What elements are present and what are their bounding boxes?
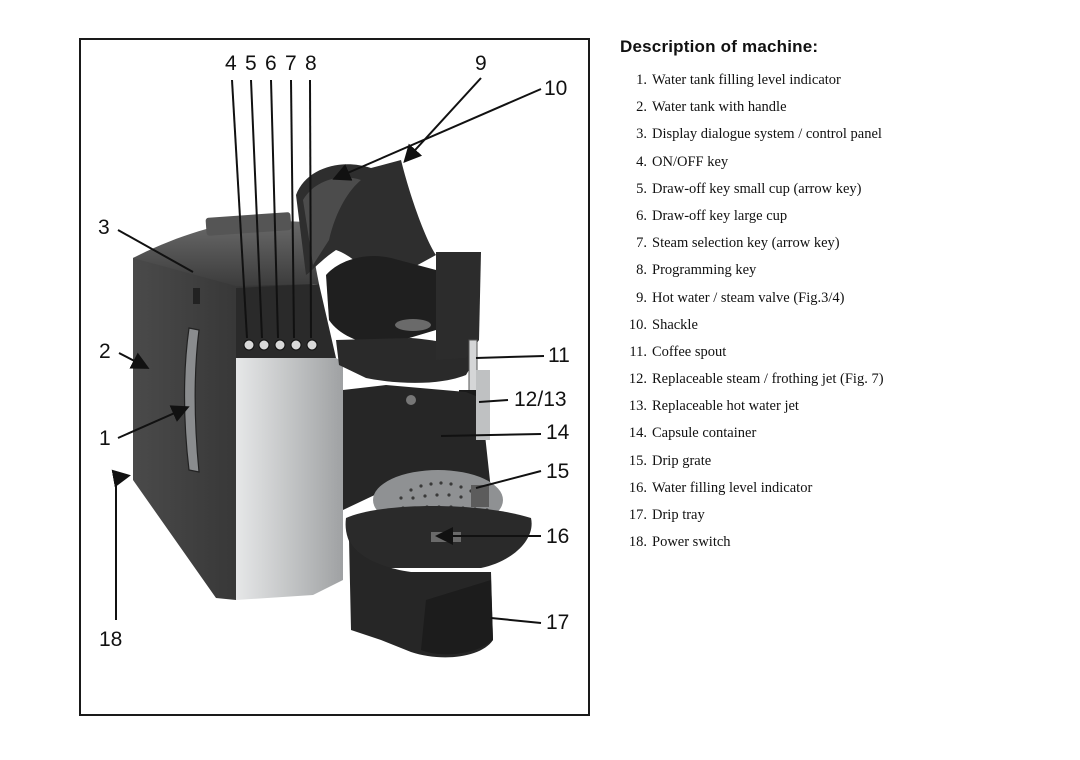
parts-list-item: 6. Draw-off key large cup [620, 203, 1060, 230]
callout-3: 3 [98, 216, 110, 239]
callout-7: 7 [285, 52, 297, 75]
parts-list-number: 18. [628, 534, 647, 551]
parts-list-text: Water filling level indicator [652, 479, 813, 496]
parts-list-item: 16. Water filling level indicator [620, 475, 1060, 502]
parts-list-text: Steam selection key (arrow key) [652, 235, 840, 252]
parts-list-text: Drip grate [652, 452, 712, 469]
parts-list-item: 13. Replaceable hot water jet [620, 393, 1060, 420]
machine-description: Description of machine: 1. Water tank fil… [620, 37, 1060, 556]
parts-list-item: 14. Capsule container [620, 420, 1060, 447]
water-tank-body [133, 226, 313, 600]
parts-list-item: 12. Replaceable steam / frothing jet (Fig… [620, 366, 1060, 393]
body-top [133, 220, 319, 286]
callout-lines [111, 77, 545, 624]
parts-list-item: 1. Water tank filling level indicator [620, 67, 1060, 94]
parts-list-number: 4. [636, 153, 647, 170]
control-buttons [243, 339, 318, 351]
parts-list-number: 10. [628, 316, 647, 333]
callout-12-13: 12/13 [514, 388, 567, 411]
parts-list-item: 8. Programming key [620, 257, 1060, 284]
parts-list-text: Drip tray [652, 507, 705, 523]
parts-list-item: 7. Steam selection key (arrow key) [620, 230, 1060, 257]
parts-list-number: 1. [636, 72, 647, 88]
callout-11: 11 [548, 344, 570, 367]
parts-list-item: 18. Power switch [620, 529, 1060, 556]
top-lid [205, 212, 292, 236]
parts-list: 1. Water tank filling level indicator 2. Wa… [620, 67, 1060, 556]
parts-list-number: 9. [636, 289, 647, 306]
machine-figure: 4 5 6 7 8 9 10 3 2 1 18 11 12/13 14 15 1… [79, 38, 590, 716]
parts-list-item: 2. Water tank with handle [620, 94, 1060, 121]
parts-list-text: Power switch [652, 534, 731, 551]
callout-14: 14 [546, 421, 570, 444]
callout-8: 8 [305, 52, 317, 75]
parts-list-item: 15. Drip grate [620, 448, 1060, 475]
parts-list-text: Shackle [652, 316, 698, 333]
parts-list-number: 12. [628, 371, 647, 388]
parts-list-text: ON/OFF key [652, 153, 729, 170]
parts-list-number: 2. [636, 99, 647, 116]
callout-5: 5 [245, 52, 257, 75]
parts-list-number: 17. [628, 507, 647, 523]
callout-1: 1 [99, 427, 111, 450]
parts-list-number: 15. [628, 452, 647, 469]
callout-18: 18 [99, 628, 123, 651]
machine-illustration [133, 160, 532, 658]
callout-4: 4 [225, 52, 237, 75]
parts-list-item: 11. Coffee spout [620, 339, 1060, 366]
parts-list-number: 16. [628, 479, 647, 496]
callout-2: 2 [99, 340, 111, 363]
callout-16: 16 [546, 525, 570, 548]
parts-list-item: 4. ON/OFF key [620, 149, 1060, 176]
parts-list-text: Replaceable hot water jet [652, 398, 799, 415]
parts-list-text: Water tank filling level indicator [652, 72, 841, 88]
parts-list-item: 3. Display dialogue system / control pane… [620, 121, 1060, 148]
parts-list-number: 8. [636, 262, 647, 279]
parts-list-number: 11. [629, 343, 647, 360]
parts-list-item: 10. Shackle [620, 312, 1060, 339]
callout-6: 6 [265, 52, 277, 75]
parts-list-item: 17. Drip tray [620, 502, 1060, 529]
parts-list-text: Draw-off key small cup (arrow key) [652, 180, 862, 197]
callout-10: 10 [544, 77, 568, 100]
parts-list-text: Programming key [652, 262, 757, 279]
callout-17: 17 [546, 611, 570, 634]
parts-list-number: 7. [636, 235, 647, 252]
parts-list-number: 14. [628, 425, 647, 442]
parts-list-text: Water tank with handle [652, 99, 787, 116]
parts-list-text: Coffee spout [652, 343, 727, 360]
parts-list-text: Display dialogue system / control panel [652, 126, 882, 143]
description-title: Description of machine: [620, 37, 819, 56]
parts-list-number: 5. [636, 180, 647, 197]
callout-15: 15 [546, 460, 570, 483]
callout-9: 9 [475, 52, 487, 75]
front-panel [236, 358, 343, 600]
parts-list-text: Replaceable steam / frothing jet (Fig. 7… [652, 371, 884, 388]
water-level-window [183, 327, 200, 473]
parts-list-item: 5. Draw-off key small cup (arrow key) [620, 176, 1060, 203]
column [436, 252, 481, 360]
parts-list-text: Draw-off key large cup [652, 207, 788, 224]
parts-list-number: 13. [628, 398, 647, 415]
parts-list-number: 6. [636, 207, 647, 224]
parts-list-text: Capsule container [652, 425, 757, 442]
parts-list-number: 3. [636, 126, 647, 143]
parts-list-text: Hot water / steam valve (Fig.3/4) [652, 289, 845, 306]
parts-list-item: 9. Hot water / steam valve (Fig.3/4) [620, 285, 1060, 312]
